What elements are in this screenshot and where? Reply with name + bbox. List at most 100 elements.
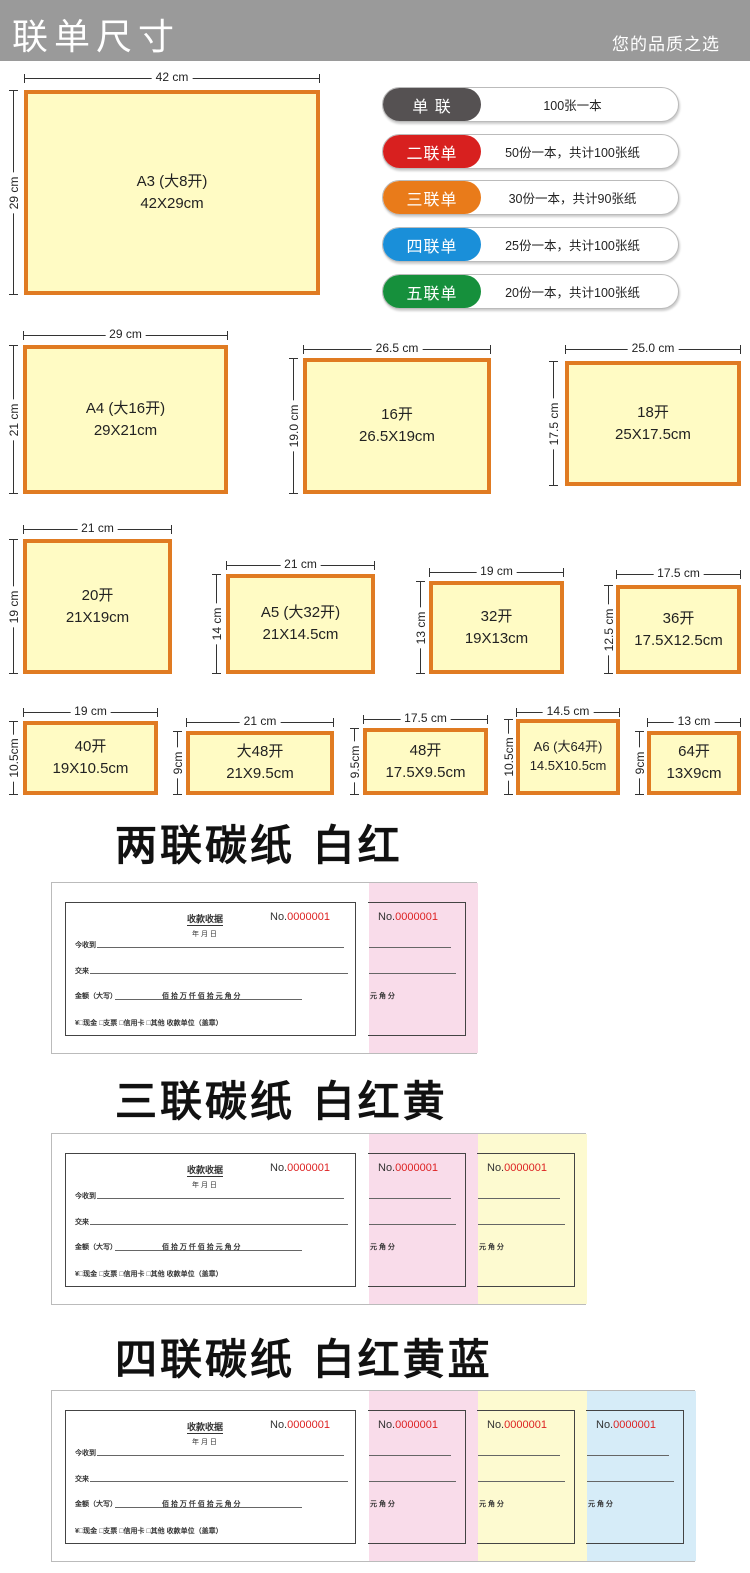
receipt-number: No.0000001: [596, 1419, 656, 1431]
receipt-date: 年 月 日: [192, 931, 217, 938]
width-dimension-line: 21 cm: [23, 521, 172, 535]
receipt-frame: [586, 1410, 684, 1544]
paper-size-box: A5 (大32开) 21X14.5cm: [226, 574, 375, 674]
width-label: 17.5 cm: [653, 566, 704, 580]
received-from-line: [369, 947, 451, 948]
height-label: 10.5cm: [501, 733, 516, 781]
width-dimension-line: 25.0 cm: [565, 341, 741, 355]
no-label: No.: [270, 1419, 288, 1431]
amount-units: 元 角 分: [370, 993, 395, 1000]
for-label: 交来: [75, 1219, 89, 1226]
for-line: [369, 1481, 456, 1482]
height-dimension-line: 9.5cm: [347, 728, 362, 795]
no-label: No.: [378, 1162, 396, 1174]
amount-units: 佰 拾 万 仟 佰 拾 元 角 分: [162, 1244, 241, 1251]
for-line: [90, 1224, 348, 1225]
height-dimension-line: 17.5 cm: [546, 361, 561, 486]
size-name: 32开: [480, 607, 513, 625]
height-label: 19.0 cm: [286, 400, 301, 452]
paper-size-box: 36开 17.5X12.5cm: [616, 585, 741, 674]
size-name: 36开: [662, 609, 695, 627]
no-value: 0000001: [287, 911, 330, 923]
width-dimension-line: 17.5 cm: [363, 711, 488, 725]
received-from-line: [97, 1198, 344, 1199]
ply-label: 二联单: [383, 135, 481, 168]
for-line: [369, 1224, 456, 1225]
no-value: 0000001: [395, 911, 438, 923]
slogan: 您的品质之选: [612, 35, 720, 54]
ply-description: 50份一本，共计100张纸: [505, 146, 640, 160]
no-value: 0000001: [287, 1162, 330, 1174]
size-name: A5 (大32开): [260, 604, 341, 622]
received-from-line: [97, 1455, 344, 1456]
paper-size-box: A3 (大8开)42X29cm: [24, 90, 320, 295]
size-dimensions: 21X19cm: [65, 608, 130, 626]
height-dimension-line: 13 cm: [413, 581, 428, 674]
size-name: 18开: [637, 403, 669, 421]
ply-description: 25份一本，共计100张纸: [505, 239, 640, 253]
carbon-copy: No.0000001 元 角 分: [368, 883, 478, 1053]
size-name: 48开: [409, 741, 442, 759]
page-title: 联单尺寸: [12, 16, 181, 57]
received-from-line: [369, 1198, 451, 1199]
width-dimension-line: 26.5 cm: [303, 341, 491, 355]
width-label: 29 cm: [105, 327, 146, 341]
size-name: A4 (大16开): [85, 399, 166, 417]
size-dimensions: 17.5X12.5cm: [634, 631, 723, 649]
ply-label: 单 联: [383, 88, 481, 121]
for-label: 交来: [75, 1476, 89, 1483]
no-label: No.: [378, 1419, 396, 1431]
height-dimension-line: 9cm: [632, 731, 647, 795]
no-label: No.: [270, 911, 288, 923]
received-from-line: [97, 947, 344, 948]
paper-size-box: A4 (大16开)29X21cm: [23, 345, 228, 494]
amount-units: 佰 拾 万 仟 佰 拾 元 角 分: [162, 1501, 241, 1508]
no-label: No.: [487, 1419, 505, 1431]
height-label: 21 cm: [6, 399, 21, 440]
size-dimensions: 21X14.5cm: [262, 626, 339, 643]
width-label: 21 cm: [239, 714, 281, 728]
height-label: 9cm: [170, 747, 185, 779]
received-from-label: 今收到: [75, 942, 96, 949]
receipt-date: 年 月 日: [192, 1439, 217, 1446]
width-dimension-line: 13 cm: [647, 714, 741, 728]
amount-line: [115, 1507, 302, 1508]
amount-label: 金额（大写）: [75, 993, 117, 1000]
size-dimensions: 19X10.5cm: [52, 760, 129, 777]
ply-label: 五联单: [383, 275, 481, 308]
paper-size-box: A6 (大64开)14.5X10.5cm: [516, 719, 620, 795]
height-label: 17.5 cm: [546, 398, 561, 449]
receipt-number: No.0000001: [487, 1419, 547, 1431]
header-banner: 联单尺寸 您的品质之选: [0, 0, 750, 61]
amount-label: 金额（大写）: [75, 1244, 117, 1251]
receipt-number: No.0000001: [378, 911, 438, 923]
receipt-date: 年 月 日: [192, 1182, 217, 1189]
width-dimension-line: 21 cm: [226, 557, 375, 571]
payment-options: ¥□现金 □支票 □信用卡 □其他 收款单位（盖章）: [75, 1020, 223, 1027]
no-label: No.: [378, 911, 396, 923]
receipt-title: 收款收据: [187, 1422, 224, 1434]
height-label: 10.5cm: [6, 734, 21, 782]
no-value: 0000001: [504, 1162, 547, 1174]
receipt-number: No.0000001: [487, 1162, 547, 1174]
height-label: 9cm: [632, 747, 647, 779]
size-dimensions: 19X13cm: [464, 629, 529, 647]
size-dimensions: 14.5X10.5cm: [529, 758, 607, 773]
no-value: 0000001: [287, 1419, 330, 1431]
receipt-frame: [65, 1153, 356, 1287]
receipt-number: No.0000001: [378, 1162, 438, 1174]
receipt-frame: [477, 1153, 575, 1287]
height-dimension-line: 14 cm: [209, 574, 224, 674]
